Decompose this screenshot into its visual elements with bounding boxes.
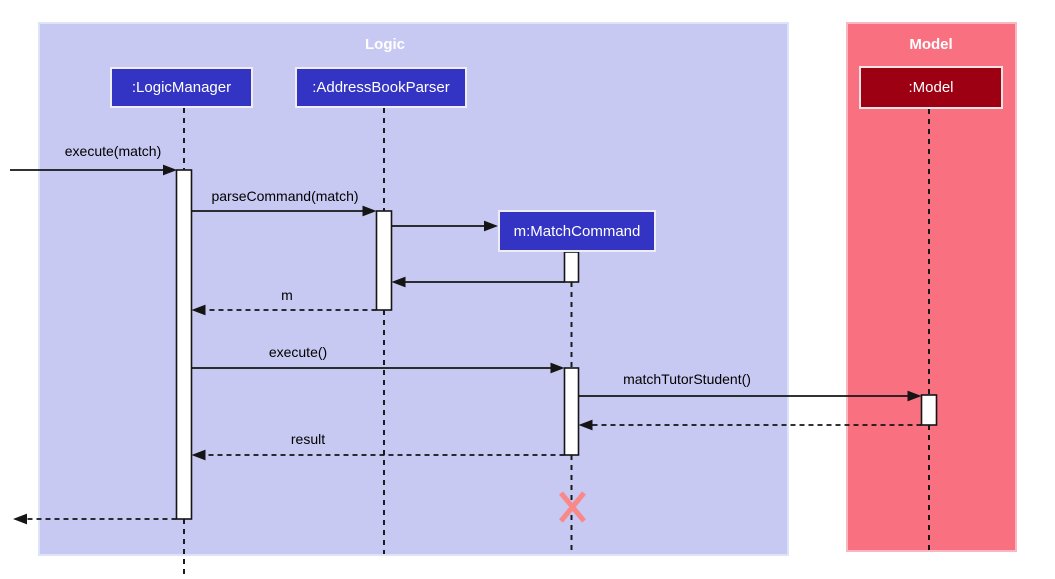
participant-addressbookparser: :AddressBookParser bbox=[295, 67, 467, 108]
participant-logicmanager: :LogicManager bbox=[110, 67, 253, 108]
arrowhead-left bbox=[578, 419, 593, 431]
message-match-tutor-student: matchTutorStudent() bbox=[623, 371, 751, 387]
model-frame bbox=[846, 22, 1017, 552]
arrowhead-right bbox=[907, 390, 922, 402]
logic-frame-title: Logic bbox=[365, 36, 405, 53]
arrowhead-right bbox=[362, 205, 377, 217]
dashed-arrows bbox=[26, 309, 922, 520]
arrowhead-right bbox=[163, 164, 177, 176]
arrowhead-right bbox=[484, 220, 498, 232]
participant-matchcommand: m:MatchCommand bbox=[498, 210, 656, 252]
arrowheads bbox=[13, 164, 922, 525]
model-activation bbox=[920, 394, 938, 426]
logic-frame bbox=[38, 22, 789, 556]
activation-bars bbox=[175, 169, 938, 520]
addressbookparser-activation bbox=[375, 210, 393, 311]
message-parse-command: parseCommand(match) bbox=[211, 188, 359, 204]
arrowhead-left bbox=[191, 304, 206, 316]
solid-arrows bbox=[10, 169, 909, 397]
lifelines bbox=[183, 108, 930, 579]
participant-model: :Model bbox=[859, 66, 1003, 109]
model-frame-title: Model bbox=[909, 36, 953, 53]
matchcommand-create-activation bbox=[563, 251, 580, 283]
message-result: result bbox=[290, 431, 326, 447]
arrowhead-left bbox=[13, 513, 27, 525]
matchcommand-execute-activation bbox=[563, 367, 580, 456]
arrowhead-left bbox=[391, 276, 406, 288]
destroy-x-icon bbox=[559, 491, 586, 523]
logicmanager-activation bbox=[175, 169, 193, 520]
arrowhead-right bbox=[550, 362, 565, 374]
message-return-m: m bbox=[281, 287, 293, 303]
message-execute-match: execute(match) bbox=[64, 143, 162, 159]
arrowhead-left bbox=[191, 449, 206, 461]
message-execute: execute() bbox=[268, 344, 328, 360]
